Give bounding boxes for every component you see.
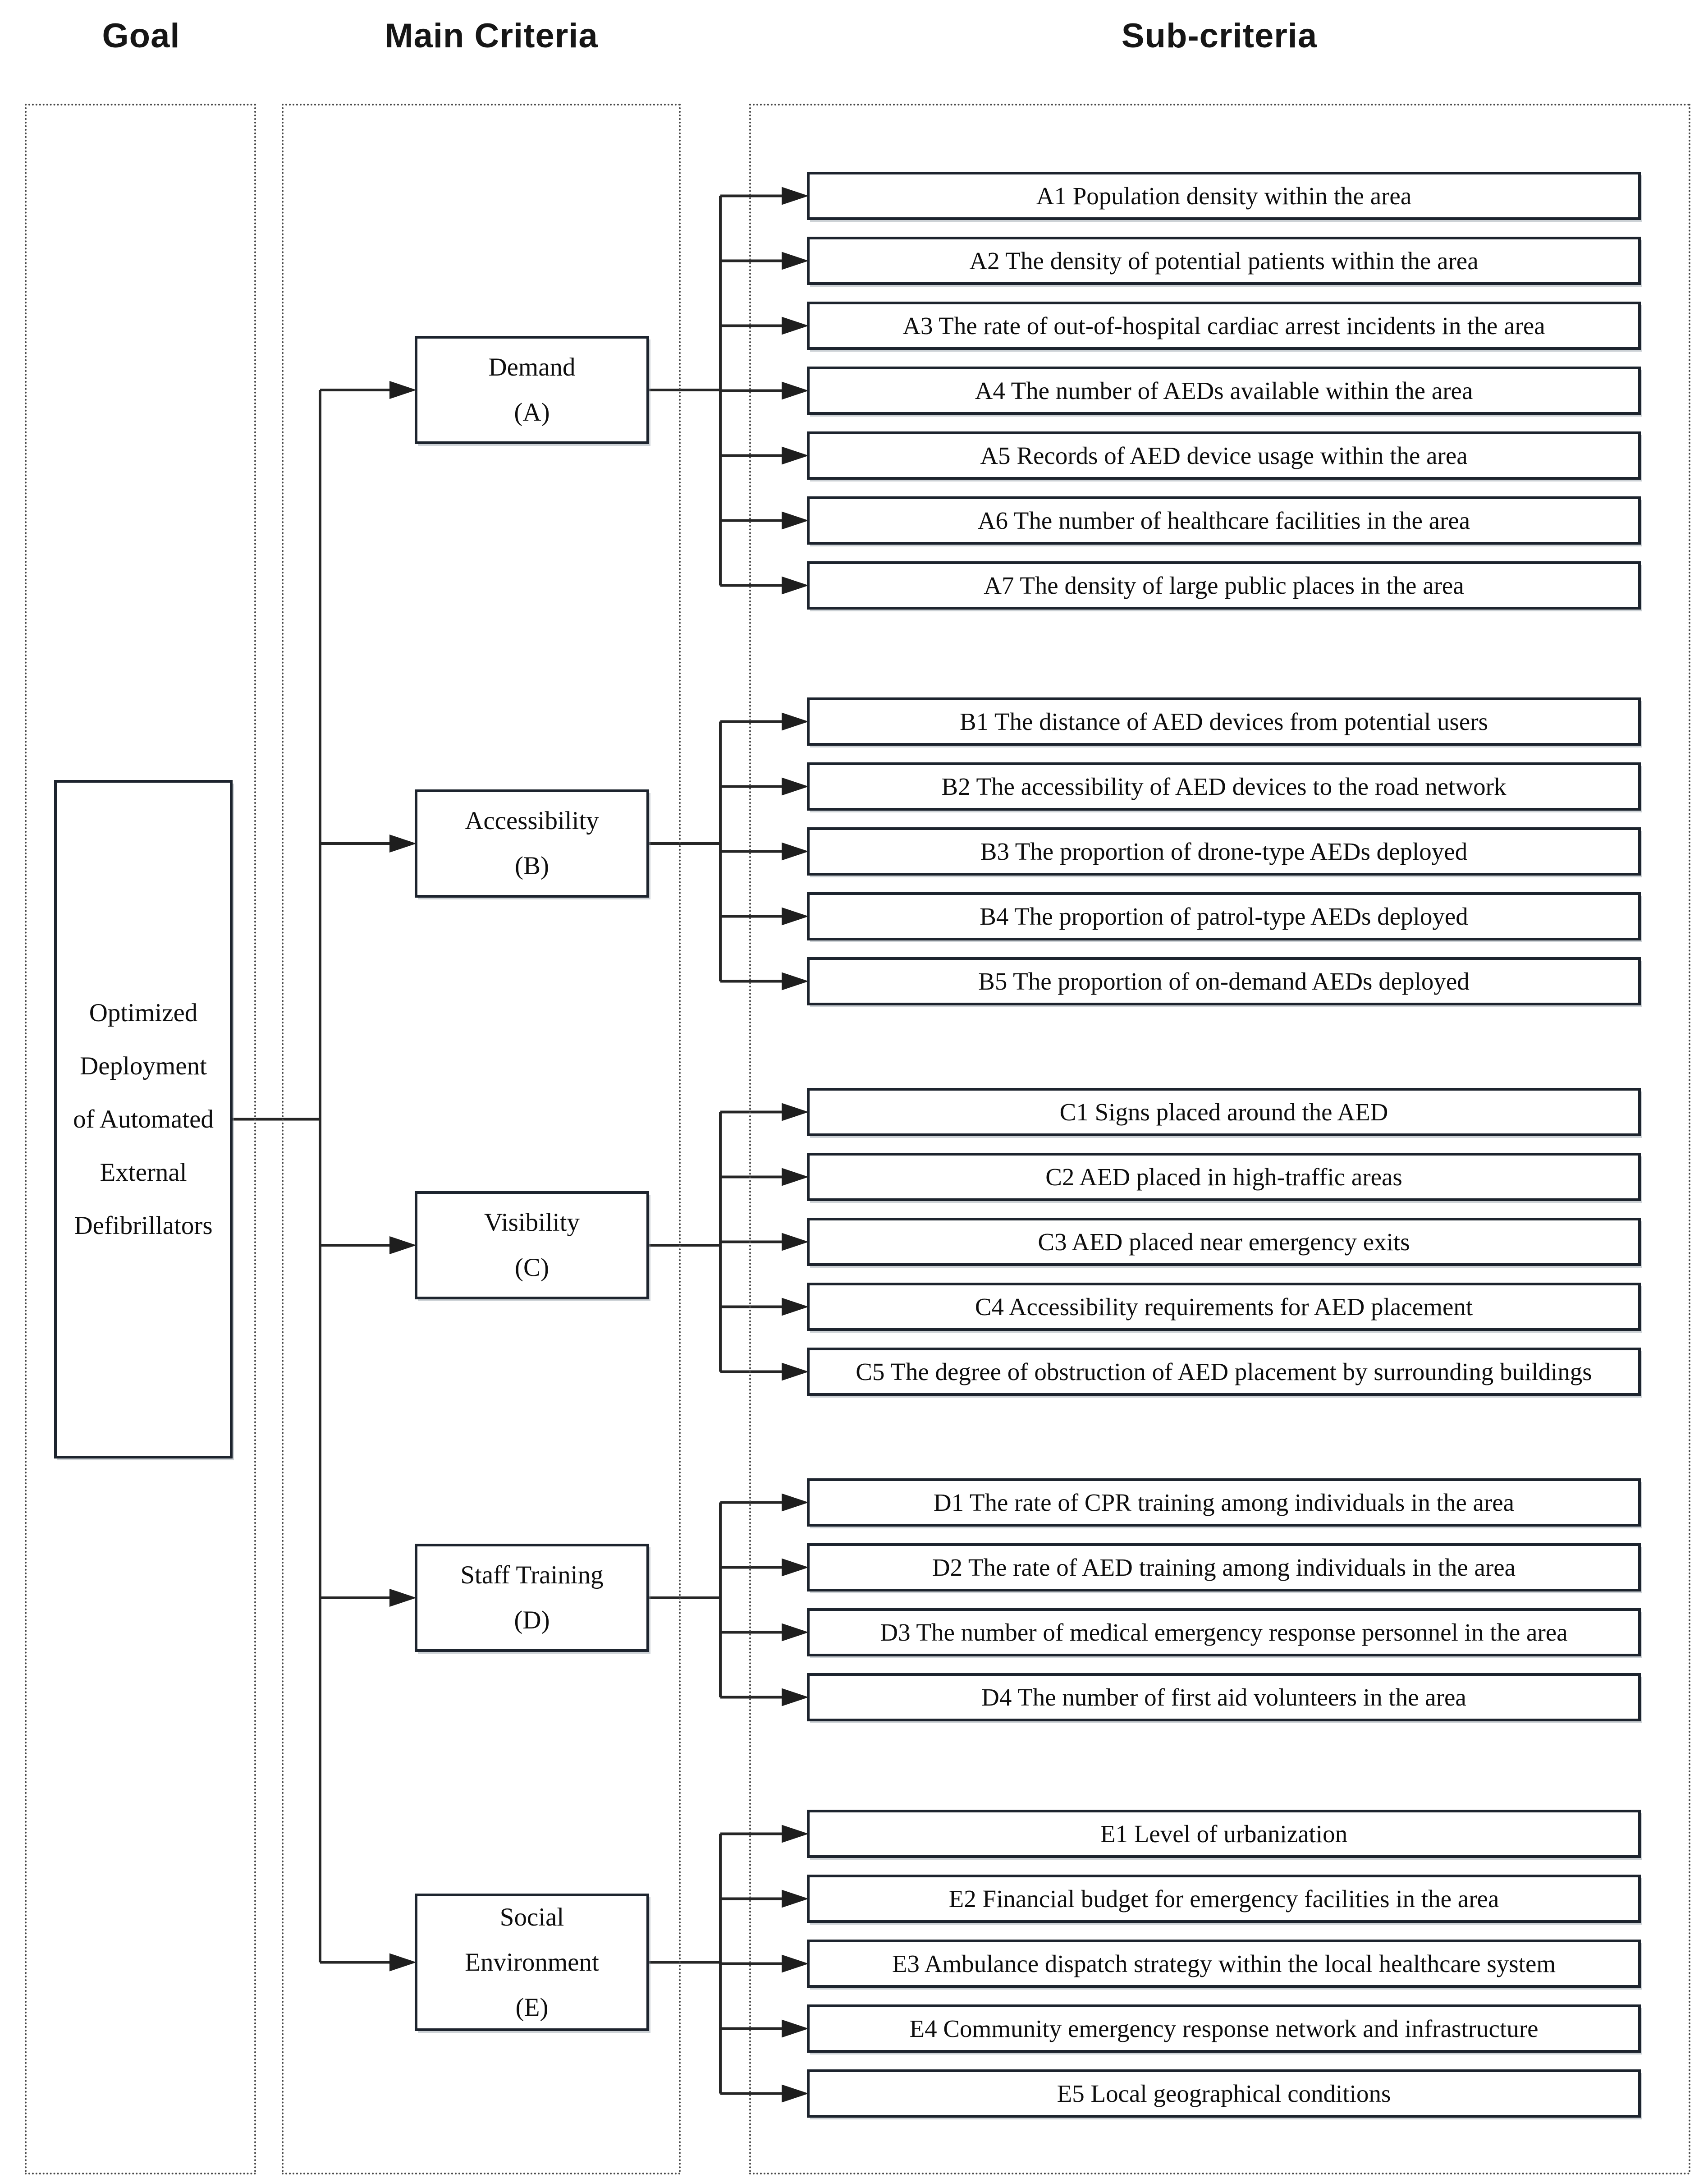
sub-criteria-column-frame [749, 104, 1690, 2174]
sub-criterion-e5: E5 Local geographical conditions [807, 2069, 1641, 2118]
main-criterion-accessibility: Accessibility (B) [415, 789, 649, 898]
sub-criterion-e1: E1 Level of urbanization [807, 1810, 1641, 1858]
goal-text-line: Optimized [89, 998, 198, 1027]
goal-column-frame [25, 104, 256, 2174]
goal-text-line: Defibrillators [74, 1211, 213, 1240]
sub-criterion-d1: D1 The rate of CPR training among indivi… [807, 1478, 1641, 1527]
sub-criterion-a7: A7 The density of large public places in… [807, 561, 1641, 610]
sub-criterion-a6: A6 The number of healthcare facilities i… [807, 496, 1641, 545]
sub-criterion-b1: B1 The distance of AED devices from pote… [807, 697, 1641, 746]
main-criterion-visibility: Visibility (C) [415, 1191, 649, 1299]
sub-criterion-c4: C4 Accessibility requirements for AED pl… [807, 1283, 1641, 1331]
main-criterion-label-line: Environment [465, 1948, 599, 1977]
main-criterion-demand: Demand (A) [415, 336, 649, 444]
sub-criterion-c3: C3 AED placed near emergency exits [807, 1218, 1641, 1266]
column-header-goal: Goal [102, 17, 180, 55]
sub-criterion-d2: D2 The rate of AED training among indivi… [807, 1543, 1641, 1591]
main-criterion-staff-training: Staff Training (D) [415, 1544, 649, 1652]
sub-criterion-e2: E2 Financial budget for emergency facili… [807, 1875, 1641, 1923]
sub-criterion-d4: D4 The number of first aid volunteers in… [807, 1673, 1641, 1721]
sub-criterion-e4: E4 Community emergency response network … [807, 2004, 1641, 2053]
main-criterion-label-line: (A) [514, 398, 550, 427]
goal-text-line: External [100, 1158, 187, 1187]
sub-criterion-e3: E3 Ambulance dispatch strategy within th… [807, 1940, 1641, 1988]
column-header-main-criteria: Main Criteria [385, 17, 598, 55]
sub-criterion-b2: B2 The accessibility of AED devices to t… [807, 762, 1641, 811]
goal-text-line: of Automated [73, 1105, 214, 1133]
sub-criterion-a2: A2 The density of potential patients wit… [807, 237, 1641, 285]
column-header-sub-criteria: Sub-criteria [1121, 17, 1318, 55]
main-criterion-label-line: Visibility [484, 1208, 580, 1237]
goal-text-line: Deployment [80, 1051, 207, 1080]
main-criterion-label-line: Social [499, 1903, 564, 1931]
main-criterion-label-line: (B) [515, 852, 549, 880]
main-criteria-column-frame [282, 104, 681, 2174]
main-criterion-label-line: Staff Training [460, 1561, 604, 1589]
sub-criterion-a1: A1 Population density within the area [807, 172, 1641, 220]
sub-criterion-c2: C2 AED placed in high-traffic areas [807, 1153, 1641, 1201]
sub-criterion-c1: C1 Signs placed around the AED [807, 1088, 1641, 1136]
sub-criterion-b3: B3 The proportion of drone-type AEDs dep… [807, 827, 1641, 876]
sub-criterion-a5: A5 Records of AED device usage within th… [807, 431, 1641, 480]
main-criterion-label-line: (D) [514, 1606, 550, 1634]
sub-criterion-d3: D3 The number of medical emergency respo… [807, 1608, 1641, 1656]
sub-criterion-b5: B5 The proportion of on-demand AEDs depl… [807, 957, 1641, 1005]
sub-criterion-a3: A3 The rate of out-of-hospital cardiac a… [807, 302, 1641, 350]
sub-criterion-b4: B4 The proportion of patrol-type AEDs de… [807, 892, 1641, 940]
main-criterion-label-line: Demand [488, 353, 576, 381]
sub-criterion-a4: A4 The number of AEDs available within t… [807, 367, 1641, 415]
goal-box: Optimized Deployment of Automated Extern… [54, 780, 233, 1458]
main-criterion-label-line: Accessibility [465, 807, 599, 835]
main-criterion-label-line: (C) [515, 1253, 549, 1282]
main-criterion-label-line: (E) [515, 1993, 549, 2022]
sub-criterion-c5: C5 The degree of obstruction of AED plac… [807, 1348, 1641, 1396]
